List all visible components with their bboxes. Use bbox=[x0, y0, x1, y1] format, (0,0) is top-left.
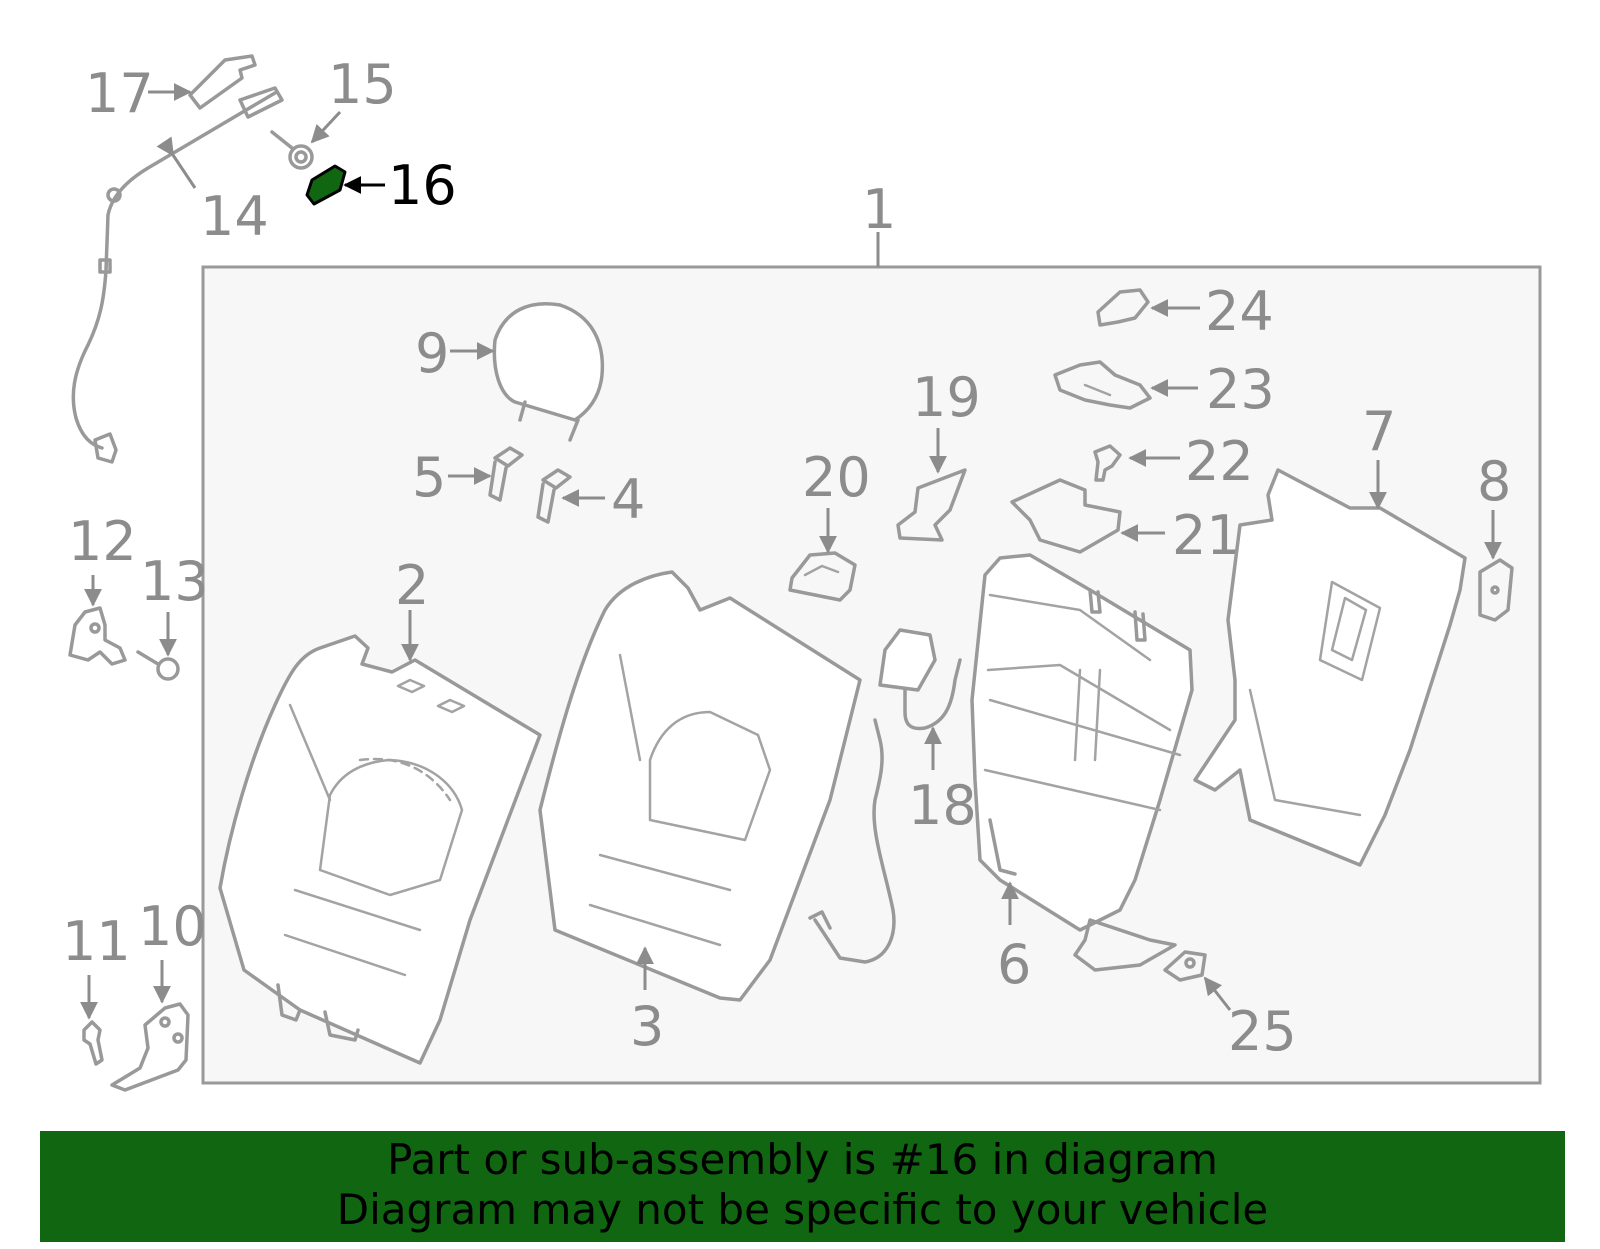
part-23-cover bbox=[1053, 360, 1152, 410]
callout-15[interactable]: 15 bbox=[328, 53, 397, 116]
part-11-bolt bbox=[82, 1020, 104, 1066]
callout-21[interactable]: 21 bbox=[1172, 504, 1241, 567]
callout-20[interactable]: 20 bbox=[802, 446, 871, 509]
part-13-bolt bbox=[136, 650, 180, 681]
part-5-guide bbox=[488, 446, 524, 502]
callout-2[interactable]: 2 bbox=[395, 554, 429, 617]
callout-23[interactable]: 23 bbox=[1206, 358, 1275, 421]
part-14-cable bbox=[71, 86, 284, 464]
part-25-clip bbox=[1163, 950, 1207, 982]
callout-13[interactable]: 13 bbox=[140, 550, 209, 613]
callout-4[interactable]: 4 bbox=[611, 468, 645, 531]
callout-1[interactable]: 1 bbox=[862, 178, 896, 241]
part-7-back-panel bbox=[1193, 468, 1467, 867]
callout-17[interactable]: 17 bbox=[85, 62, 154, 125]
callout-6[interactable]: 6 bbox=[997, 933, 1031, 996]
callout-24[interactable]: 24 bbox=[1205, 280, 1274, 343]
part-6-frame bbox=[970, 553, 1194, 972]
part-21-panel bbox=[1010, 478, 1122, 554]
part-19-bracket bbox=[896, 468, 967, 542]
part-17-trim bbox=[188, 54, 257, 110]
callout-14[interactable]: 14 bbox=[200, 185, 269, 248]
callout-9[interactable]: 9 bbox=[415, 322, 449, 385]
callout-8[interactable]: 8 bbox=[1477, 450, 1511, 513]
part-4-guide bbox=[536, 468, 572, 524]
footer-line-1: Part or sub-assembly is #16 in diagram bbox=[387, 1135, 1218, 1184]
part-24-trim bbox=[1096, 288, 1150, 327]
callout-16[interactable]: 16 bbox=[388, 154, 457, 217]
part-22-clip bbox=[1093, 444, 1122, 482]
callout-19[interactable]: 19 bbox=[912, 366, 981, 429]
footer-line-2: Diagram may not be specific to your vehi… bbox=[336, 1185, 1269, 1234]
callout-3[interactable]: 3 bbox=[630, 995, 664, 1058]
part-9-headrest bbox=[492, 302, 605, 442]
part-16-highlighted[interactable] bbox=[305, 164, 347, 206]
footer-banner: Part or sub-assembly is #16 in diagram D… bbox=[40, 1131, 1565, 1242]
callout-7[interactable]: 7 bbox=[1362, 400, 1396, 463]
part-12-bracket bbox=[68, 606, 127, 666]
callout-11[interactable]: 11 bbox=[62, 910, 131, 973]
callout-10[interactable]: 10 bbox=[138, 895, 207, 958]
callout-22[interactable]: 22 bbox=[1185, 430, 1254, 493]
part-20-trim bbox=[788, 551, 857, 602]
callout-18[interactable]: 18 bbox=[908, 774, 977, 837]
part-3-seatback-pad bbox=[538, 570, 862, 1002]
callout-25[interactable]: 25 bbox=[1228, 1000, 1297, 1063]
callout-5[interactable]: 5 bbox=[412, 446, 446, 509]
part-15-bolt bbox=[270, 130, 314, 170]
part-8-clip bbox=[1478, 558, 1514, 622]
callout-12[interactable]: 12 bbox=[68, 510, 137, 573]
part-10-hinge bbox=[110, 1002, 190, 1092]
part-2-seatback-cover bbox=[218, 634, 542, 1065]
